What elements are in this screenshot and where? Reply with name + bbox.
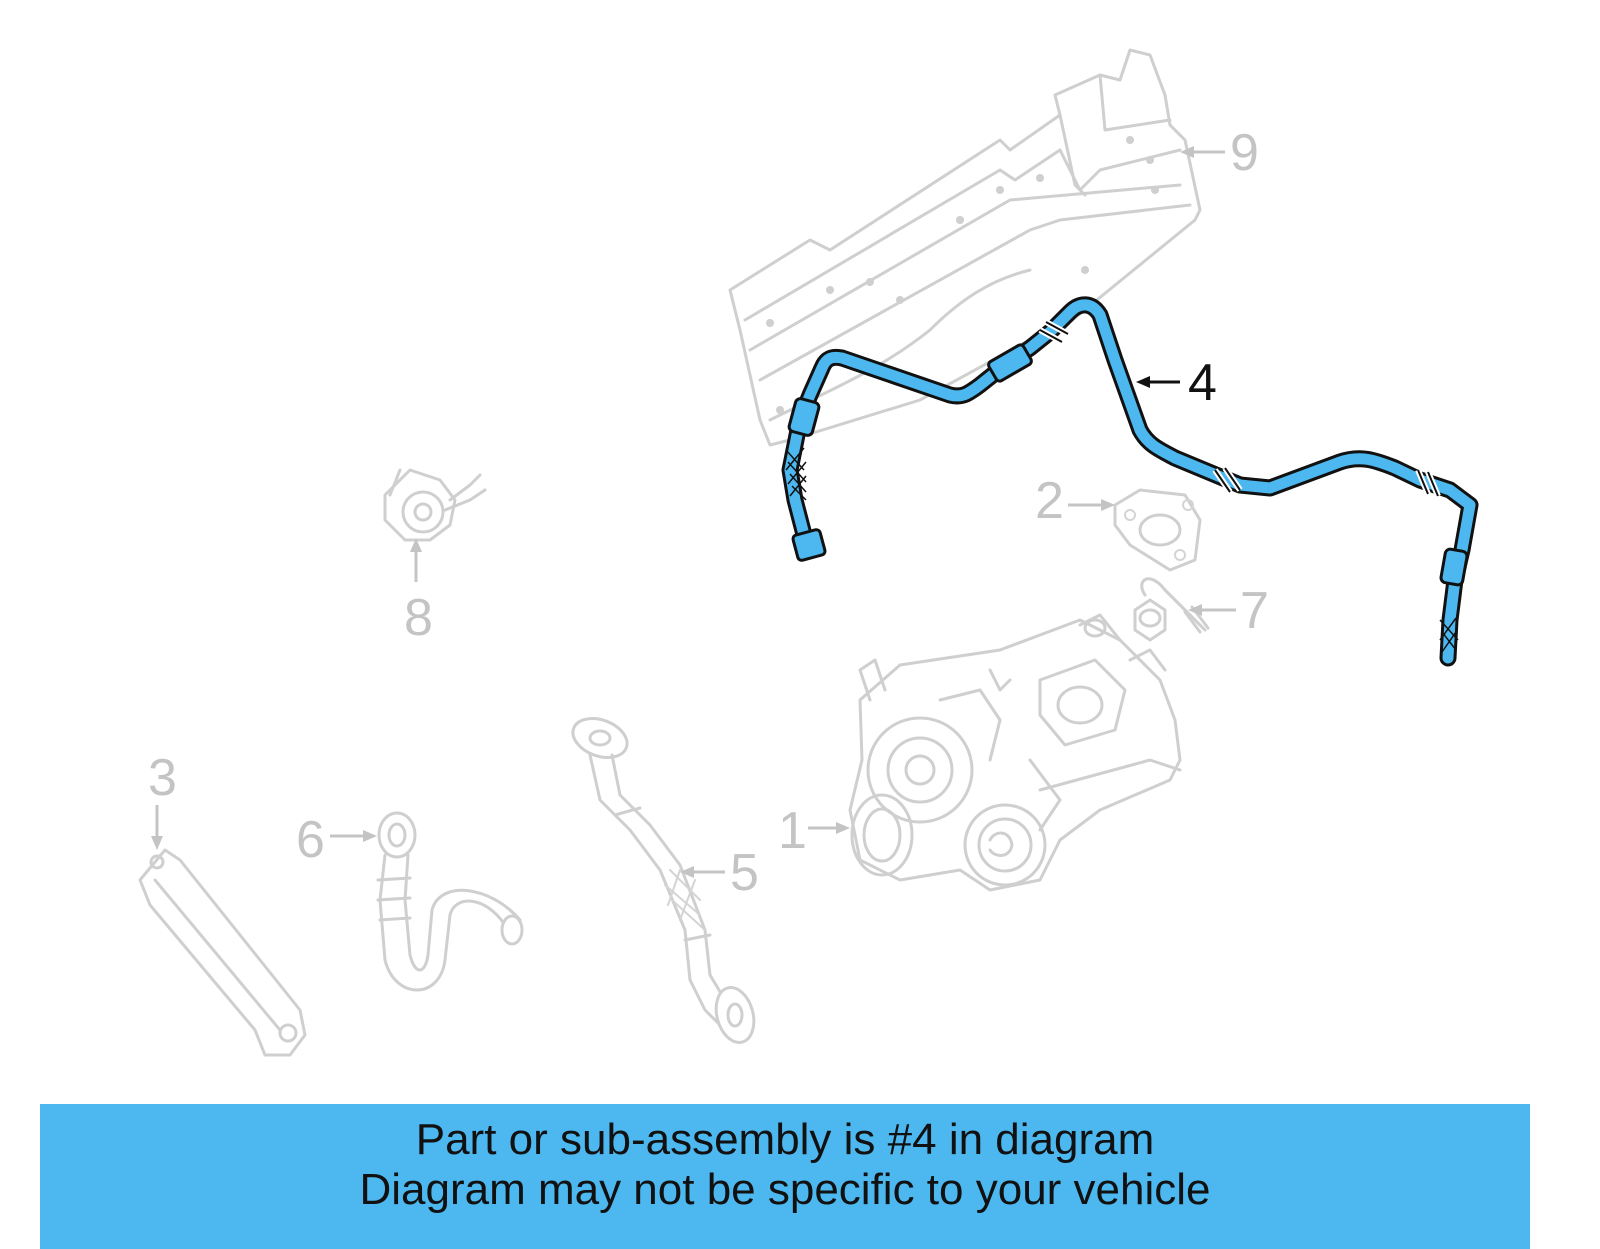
callout-1-label: 1	[778, 802, 807, 860]
part-7-banjo-bolt[interactable]	[1133, 577, 1210, 642]
part-8-actuator[interactable]	[383, 468, 487, 542]
callout-7-label: 7	[1240, 582, 1269, 640]
part-4-line[interactable]	[781, 296, 1479, 667]
part-4-left-fitting	[791, 528, 827, 562]
callout-2-label: 2	[1035, 472, 1064, 530]
callout-4: 4	[1136, 354, 1217, 412]
callout-2: 2	[1035, 472, 1115, 530]
part-6-hose[interactable]	[376, 811, 524, 992]
banner-line-2: Diagram may not be specific to your vehi…	[359, 1165, 1211, 1214]
callout-5-label: 5	[730, 844, 759, 902]
callout-3-label: 3	[148, 749, 177, 807]
callout-5: 5	[680, 844, 759, 902]
callout-8: 8	[404, 538, 433, 647]
part-4-line-fill	[784, 299, 1476, 664]
info-banner: Part or sub-assembly is #4 in diagram Di…	[40, 1104, 1530, 1249]
callout-9: 9	[1180, 124, 1259, 182]
part-3-bracket[interactable]	[138, 848, 307, 1057]
part-4-clip	[987, 343, 1033, 383]
banner-line-1: Part or sub-assembly is #4 in diagram	[415, 1115, 1155, 1164]
callout-6: 6	[296, 811, 377, 869]
callout-4-label: 4	[1188, 354, 1217, 412]
part-2-gasket[interactable]	[1113, 488, 1202, 572]
callout-1: 1	[778, 802, 850, 860]
part-4-left-ferrule	[787, 397, 821, 437]
part-1-turbocharger[interactable]	[848, 613, 1182, 892]
callout-8-label: 8	[404, 589, 433, 647]
callout-9-label: 9	[1230, 124, 1259, 182]
callout-6-label: 6	[296, 811, 325, 869]
part-5-oil-pipe[interactable]	[568, 712, 760, 1047]
callout-3: 3	[148, 749, 177, 850]
callout-7: 7	[1188, 582, 1269, 640]
part-4-right-ferrule	[1439, 547, 1469, 587]
